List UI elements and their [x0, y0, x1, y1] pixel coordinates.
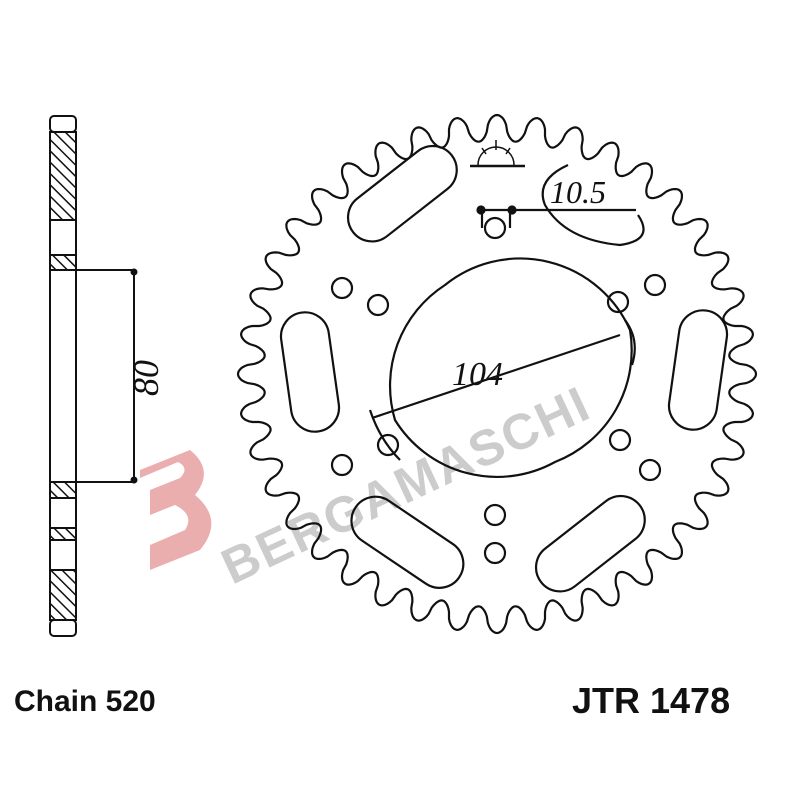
part-number-label: JTR 1478 [572, 680, 731, 721]
watermark-text: BERGAMASCHI [213, 375, 599, 595]
bolt-holes [330, 216, 667, 565]
watermark: BERGAMASCHI [140, 375, 599, 595]
sprocket-teeth-outline [236, 113, 758, 635]
bolt-hole-dimension: 10.5 [550, 174, 606, 210]
sprocket-front-view [236, 113, 758, 635]
chain-size-label: Chain 520 [14, 685, 156, 718]
hub-width-dimension: 80 [126, 360, 166, 396]
lightening-slots [279, 144, 729, 593]
side-view [49, 115, 138, 637]
center-bore [388, 257, 633, 478]
sun-symbol-icon [470, 140, 525, 168]
bolt-circle-dimension: 104 [452, 356, 503, 393]
watermark-logo-icon [140, 450, 212, 570]
